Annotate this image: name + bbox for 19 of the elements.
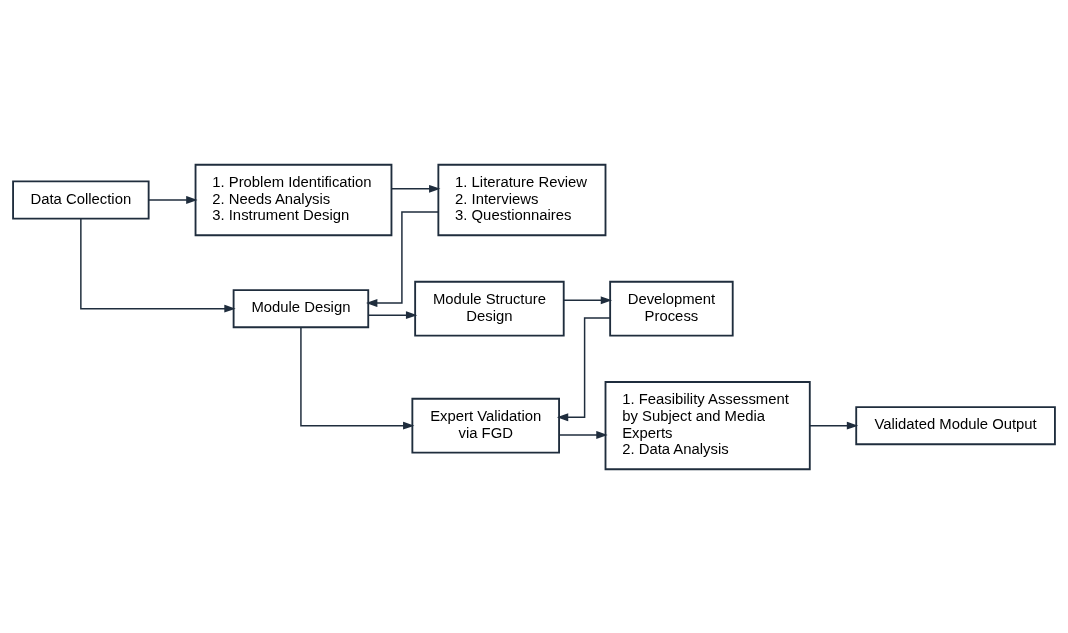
node-box: Expert Validation via FGD [411,397,560,453]
arrow [562,295,613,304]
node-box: Data Collection [12,180,150,219]
node-box: Module Structure Design [414,280,565,336]
arrow [80,217,236,313]
node-box: 1. Literature Review 2. Interviews 3. Questionnaires [437,163,607,236]
arrow [148,195,198,204]
arrow [558,430,608,439]
node-box: 1. Feasibility Assessment by Subject and Media Experts 2. Data Analysis [604,380,811,470]
arrow [556,316,611,421]
node-box: Module Design [232,288,370,328]
arrow [809,421,859,430]
arrow [367,310,418,319]
node-box: Validated Module Output [855,405,1056,445]
arrow [390,184,441,193]
arrow [366,210,439,307]
node-box: 1. Problem Identification 2. Needs Analysis 3. Instrument Design [194,163,393,236]
node-box: Development Process [609,280,734,336]
arrow [300,326,415,430]
